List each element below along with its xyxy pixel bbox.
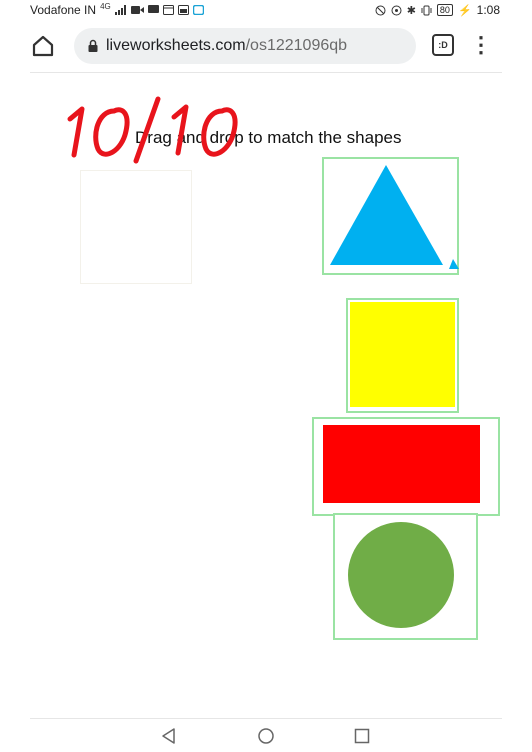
eye-comfort-icon <box>391 5 402 15</box>
charging-icon: ⚡ <box>457 4 472 17</box>
video-call-icon <box>130 6 144 14</box>
drop-zone[interactable] <box>80 170 192 284</box>
url-text[interactable]: liveworksheets.com/os1221096qb <box>106 37 347 55</box>
clock: 1:08 <box>476 3 500 17</box>
nav-divider <box>30 718 502 719</box>
url-domain: liveworksheets.com <box>106 37 246 54</box>
carrier-label: Vodafone IN <box>30 3 97 17</box>
system-nav-bar <box>0 719 532 752</box>
signal-icon <box>114 5 126 15</box>
vibrate-icon <box>421 5 432 15</box>
battery-level: 80 <box>436 4 453 16</box>
overflow-menu-icon[interactable]: ⋮ <box>470 32 492 57</box>
rectangle-card[interactable] <box>312 417 500 516</box>
calendar-icon <box>162 5 174 15</box>
status-right: ✱ 80 ⚡ 1:08 <box>375 3 500 17</box>
toolbar-divider <box>30 72 502 73</box>
status-bar: Vodafone IN 4G ✱ <box>0 0 532 22</box>
bluetooth-icon: ✱ <box>406 4 416 17</box>
status-left: Vodafone IN 4G <box>30 1 204 17</box>
network-type-label: 4G <box>100 1 111 11</box>
app-notification-icon <box>192 5 204 15</box>
square-shape <box>350 302 455 407</box>
tab-switcher-button[interactable]: :D <box>432 34 454 56</box>
message-icon <box>147 5 159 13</box>
circle-card[interactable] <box>333 513 478 640</box>
recents-icon[interactable] <box>353 727 371 745</box>
gallery-icon <box>177 5 189 15</box>
score-annotation <box>67 96 238 164</box>
back-icon[interactable] <box>160 727 178 745</box>
home-circle-icon[interactable] <box>257 727 275 745</box>
triangle-card[interactable] <box>322 157 459 275</box>
triangle-shape <box>330 165 459 269</box>
circle-shape <box>348 522 454 628</box>
lock-icon <box>88 39 98 52</box>
dnd-icon <box>375 5 386 15</box>
url-path: /os1221096qb <box>245 37 348 54</box>
rectangle-shape <box>323 425 480 503</box>
browser-toolbar: liveworksheets.com/os1221096qb :D ⋮ <box>0 22 532 72</box>
home-icon[interactable] <box>30 33 56 59</box>
square-card[interactable] <box>346 298 459 413</box>
address-bar[interactable]: liveworksheets.com/os1221096qb <box>74 28 416 64</box>
